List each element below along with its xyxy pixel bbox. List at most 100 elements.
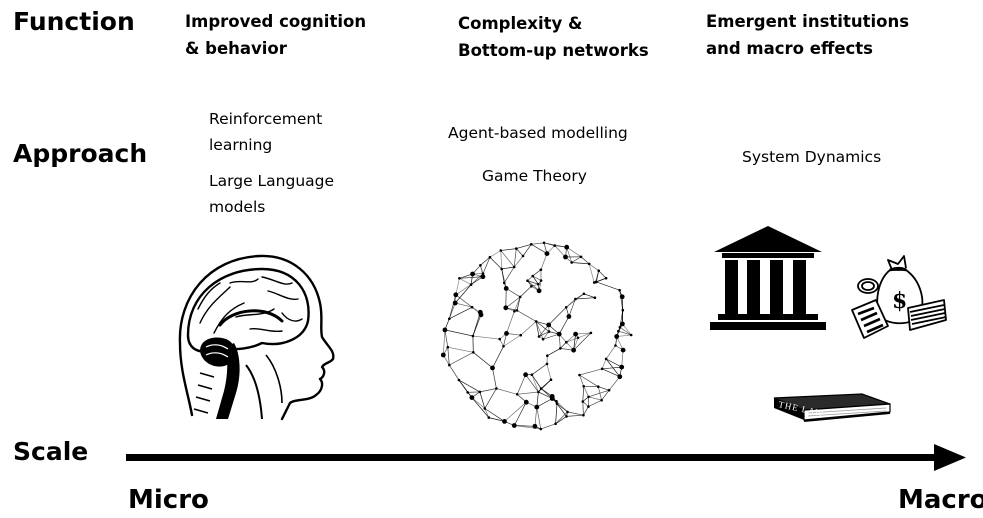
approach-large-language-models: Large Language models — [209, 168, 334, 220]
network-node — [563, 254, 568, 260]
network-node — [537, 335, 541, 338]
network-node — [487, 416, 491, 419]
network-node — [565, 415, 568, 418]
network-node — [531, 274, 534, 278]
scale-end-label: Macro — [898, 485, 983, 515]
network-node — [629, 333, 633, 337]
network-node — [534, 404, 540, 410]
network-node — [537, 390, 540, 394]
network-node — [546, 322, 552, 328]
network-node — [452, 300, 458, 306]
network-sphere-icon — [440, 241, 633, 431]
network-node — [530, 243, 533, 246]
network-node — [470, 305, 474, 309]
network-node — [483, 407, 487, 410]
network-node — [564, 306, 568, 309]
human-head-brain-icon — [178, 254, 335, 421]
network-node — [582, 292, 586, 296]
network-node — [539, 427, 543, 431]
network-node — [555, 400, 558, 403]
network-node — [523, 372, 528, 378]
network-node — [458, 277, 461, 280]
network-node — [581, 400, 585, 403]
network-node — [511, 423, 517, 428]
network-node — [600, 367, 604, 371]
function-macro: Emergent institutions and macro effects — [706, 8, 909, 62]
network-node — [604, 357, 608, 361]
scale-row-label: Scale — [13, 437, 89, 466]
network-node — [448, 363, 451, 367]
network-node — [515, 247, 518, 250]
network-node — [559, 347, 562, 350]
network-node — [502, 281, 506, 285]
network-node — [595, 280, 598, 284]
network-node — [502, 345, 505, 348]
approach-rl-line-1: Reinforcement — [209, 110, 323, 128]
network-node — [604, 276, 608, 280]
network-node — [566, 410, 569, 414]
network-node — [539, 279, 543, 282]
network-node — [592, 281, 596, 284]
function-micro-line-2: & behavior — [185, 39, 287, 58]
institution-building-icon — [710, 226, 826, 330]
network-node — [570, 261, 573, 264]
network-node — [479, 264, 482, 267]
network-node — [620, 321, 625, 327]
network-node — [469, 283, 473, 286]
network-node — [503, 305, 509, 311]
function-meso-line-1: Complexity & — [458, 14, 583, 33]
approach-system-dynamics: System Dynamics — [742, 148, 882, 166]
scale-arrow — [126, 444, 966, 471]
money-bag-icon: $ — [851, 255, 947, 339]
network-node — [620, 347, 626, 353]
svg-text:$: $ — [892, 288, 907, 314]
network-node — [523, 399, 529, 405]
network-node — [521, 254, 525, 258]
network-node — [614, 344, 617, 347]
network-node — [576, 336, 580, 340]
approach-llm-line-1: Large Language — [209, 172, 335, 190]
network-node — [564, 244, 570, 250]
network-node — [621, 308, 625, 312]
network-node — [512, 265, 516, 269]
network-node — [619, 294, 625, 300]
network-node — [589, 331, 593, 335]
function-meso-line-2: Bottom-up networks — [458, 41, 649, 60]
network-node — [587, 395, 590, 399]
network-node — [600, 398, 603, 402]
network-node — [619, 364, 625, 370]
network-node — [534, 320, 538, 323]
network-node — [519, 333, 522, 337]
network-node — [597, 269, 600, 272]
network-node — [470, 271, 475, 277]
network-node — [515, 393, 519, 396]
network-node — [547, 330, 551, 333]
network-node — [448, 317, 451, 321]
network-node — [607, 388, 611, 392]
network-node — [490, 365, 495, 371]
network-node — [537, 282, 540, 286]
network-node — [593, 296, 597, 299]
network-node — [499, 249, 503, 252]
network-node — [587, 405, 590, 408]
network-node — [574, 297, 577, 301]
network-node — [446, 345, 450, 349]
network-node — [471, 334, 475, 338]
network-node — [478, 312, 484, 318]
network-node — [539, 387, 543, 390]
function-macro-line-1: Emergent institutions — [706, 12, 910, 31]
network-node — [466, 391, 469, 394]
network-node — [553, 244, 556, 247]
network-node — [597, 385, 600, 388]
network-node — [530, 373, 534, 376]
network-node — [481, 272, 485, 275]
approach-rl-line-2: learning — [209, 136, 273, 154]
network-node — [556, 331, 562, 337]
network-node — [442, 327, 448, 333]
network-node — [618, 326, 622, 329]
network-node — [503, 286, 509, 291]
network-node — [573, 331, 578, 337]
network-node — [582, 385, 585, 388]
network-node — [518, 295, 522, 299]
network-node — [504, 331, 509, 336]
